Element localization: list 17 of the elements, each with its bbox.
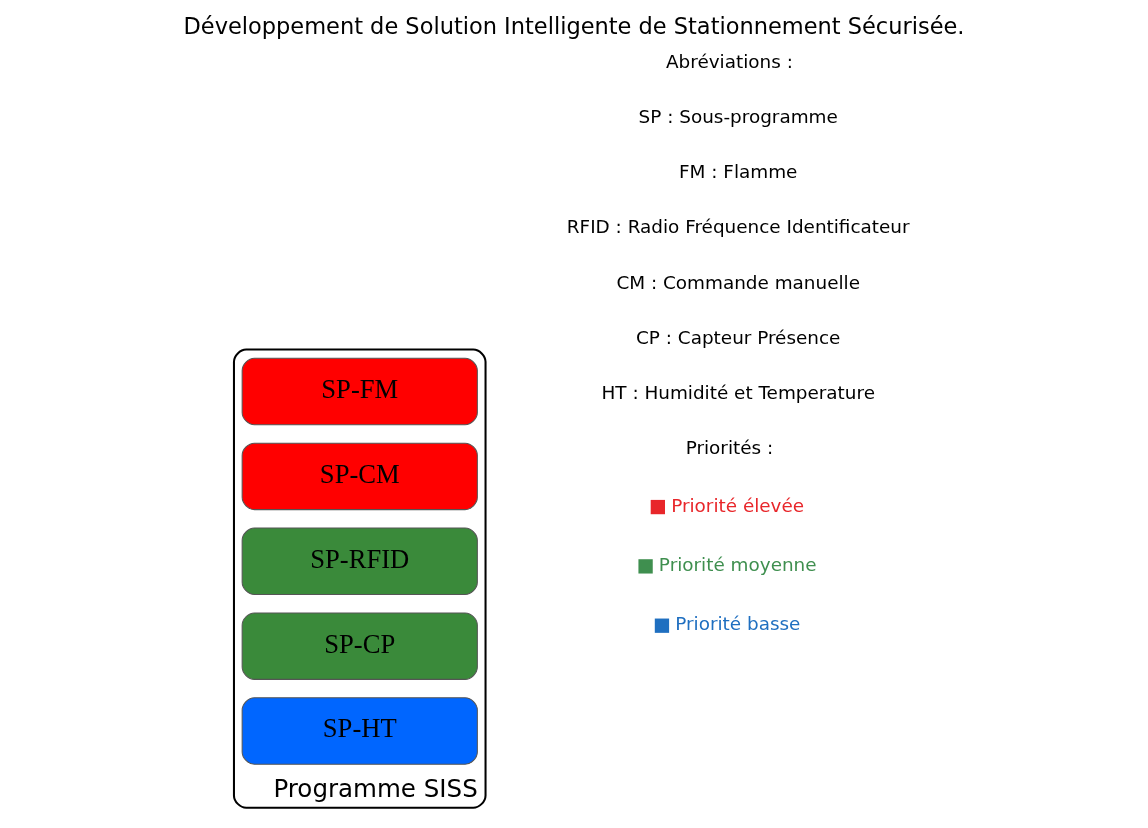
legend-label: Priorité élevée [671, 494, 805, 516]
node-box: SP-HT [241, 697, 478, 765]
label: HT : Humidité et Temperature [601, 382, 875, 404]
diagram-title: Développement de Solution Intelligente de Stationnement Sécurisée. [183, 13, 965, 40]
legend-label: Priorité basse [675, 613, 801, 635]
label: CM : Commande manuelle [616, 271, 861, 293]
label: Abréviations : [666, 50, 793, 72]
label: Priorités : [685, 437, 774, 459]
node-box: SP-CP [241, 612, 478, 680]
label: SP : Sous-programme [638, 105, 838, 127]
node-box: SP-RFID [241, 527, 478, 595]
label: FM : Flamme [678, 161, 798, 183]
legend-label: Priorité moyenne [658, 553, 817, 575]
label: CP : Capteur Présence [636, 326, 841, 348]
node-box: SP-FM [241, 357, 478, 426]
label: RFID : Radio Fréquence Identificateur [566, 216, 910, 238]
node-box: SP-CM [241, 442, 478, 511]
